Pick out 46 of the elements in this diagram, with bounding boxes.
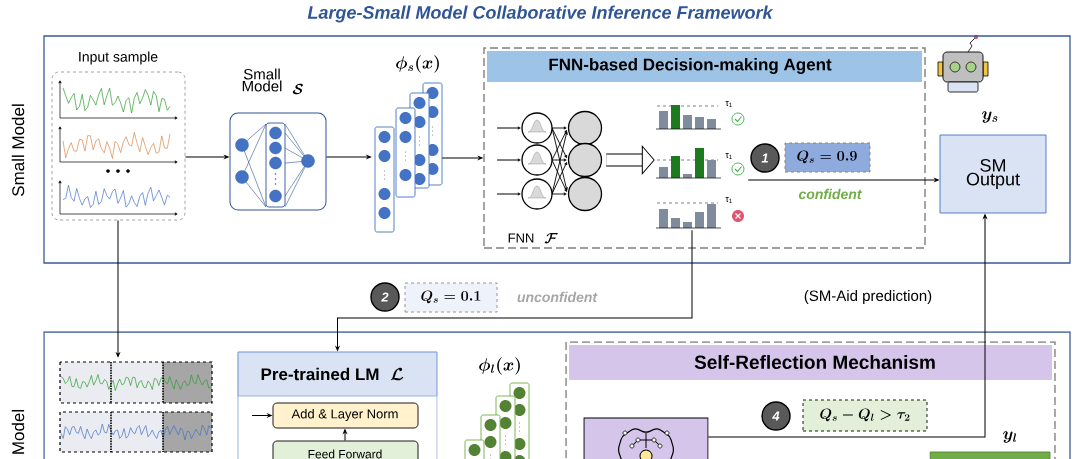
- threshold-label: τ$_{1}$: [725, 101, 732, 107]
- feature-stack: $\boldsymbol{\phi_l(x)}$: [464, 357, 530, 459]
- bar-charts-drawing: [655, 105, 745, 229]
- arrow: [184, 155, 229, 159]
- node-label: Input sample: [79, 51, 158, 65]
- edge-label: confident: [797, 187, 863, 201]
- node-label: Small Model: [242, 68, 282, 92]
- arrow: [747, 178, 939, 182]
- arrow: [326, 155, 371, 159]
- arrow: [441, 156, 483, 160]
- node-label: Small Model: [11, 104, 25, 196]
- node-label: $\boldsymbol{\phi_s(x)}$: [396, 55, 439, 73]
- layer-box: Add & Layer Norm: [272, 402, 419, 429]
- patched-series-drawing: [59, 361, 213, 453]
- arrow: [606, 145, 655, 175]
- step-badge: 1: [750, 143, 780, 173]
- threshold-label: τ$_{1}$: [725, 197, 732, 203]
- condition-box: $\boldsymbol{Q_s = 0.1}$: [404, 282, 498, 313]
- arrow: [116, 219, 120, 357]
- small-model-box: Small Model $\boldsymbol{\mathcal{S}}$: [229, 68, 327, 211]
- layer-box: Feed Forward: [272, 440, 419, 459]
- title: Large-Small Model Collaborative Inference Framework: [307, 5, 774, 23]
- input-sample-box: Input sample: [51, 51, 186, 221]
- node-label: $\boldsymbol{\mathcal{F}}$: [544, 233, 558, 244]
- arrow: [707, 214, 987, 438]
- feature-stack: $\boldsymbol{\phi_s(x)}$: [374, 55, 443, 233]
- condition-box: $\boldsymbol{Q_s = 0.9}$: [784, 142, 871, 173]
- node-label: $\boldsymbol{\phi_l(x)}$: [479, 357, 520, 375]
- node-label: Model: [11, 410, 25, 454]
- condition-box: $\boldsymbol{Q_s - Q_l > \tau_2}$: [802, 399, 928, 432]
- node-label: $\boldsymbol{y_s}$: [982, 111, 998, 123]
- threshold-label: τ$_{1}$: [725, 153, 732, 159]
- step-badge: 2: [370, 282, 400, 312]
- edge-label: (SM-Aid prediction): [802, 289, 934, 305]
- arrow: [335, 229, 693, 351]
- fnn-drawing: FNN $\boldsymbol{\mathcal{F}}$: [496, 110, 603, 244]
- arrow: [251, 413, 272, 418]
- output-box: $\boldsymbol{y_l}$: [929, 431, 1051, 459]
- edge-label: unconfident: [515, 290, 599, 304]
- node-label: $\boldsymbol{y_l}$: [1003, 431, 1017, 443]
- arrow: [343, 429, 347, 442]
- brain-circuit-drawing: [583, 417, 709, 459]
- node-label: $\boldsymbol{\mathcal{S}}$: [292, 83, 303, 95]
- output-box: $\boldsymbol{y_s}$ SM Output: [939, 111, 1047, 214]
- node-label: FNN: [508, 233, 534, 243]
- step-badge: 4: [761, 401, 791, 431]
